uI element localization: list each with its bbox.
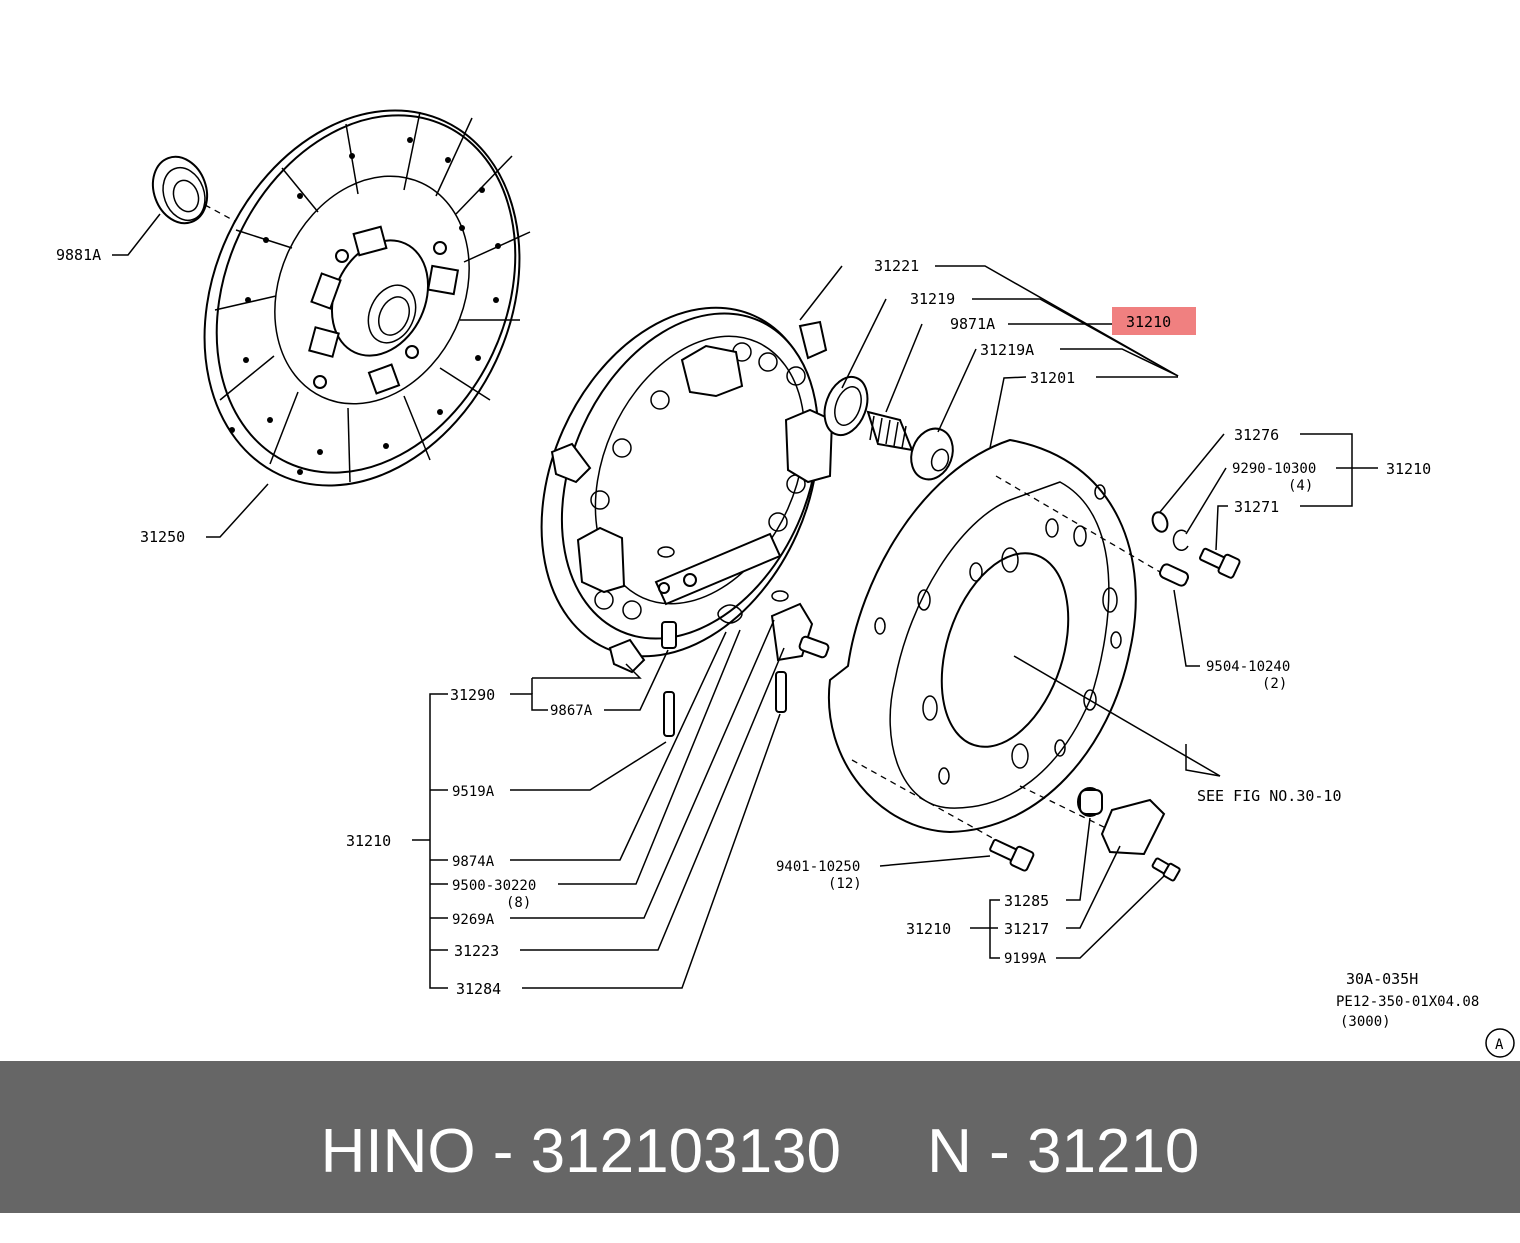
label-9269a: 9269A [452,912,495,928]
back-plate-drawing [827,438,1161,841]
label-31219a: 31219A [980,341,1034,359]
label-31223: 31223 [454,942,499,960]
label-9290-qty: (4) [1288,478,1313,494]
clutch-cover-drawing [540,306,834,737]
label-9500-30220: 9500-30220 [452,878,536,894]
callout-labels: 9881A 31250 31221 31219 9871A 31210 3121… [56,246,1515,1058]
label-9500-qty: (8) [506,895,531,911]
highlight-box [1112,307,1196,335]
label-9401-10250: 9401-10250 [776,859,860,875]
label-9290-10300: 9290-10300 [1232,461,1316,477]
label-9519a: 9519A [452,784,495,800]
label-31210-left: 31210 [346,832,391,850]
label-31219: 31219 [910,290,955,308]
clutch-disc-drawing [203,109,531,487]
circle-a-letter: A [1495,1037,1504,1053]
label-9874a: 9874A [452,854,495,870]
label-31285: 31285 [1004,892,1049,910]
leader-lines [112,213,1378,989]
label-31271: 31271 [1234,498,1279,516]
diagram-code: 30A-035H [1346,970,1418,988]
label-31210-highlight[interactable]: 31210 [1126,313,1171,331]
circle-a-icon [1485,1028,1515,1058]
label-31276: 31276 [1234,426,1279,444]
label-31210-bottom: 31210 [906,920,951,938]
right-hardware-drawing [989,511,1241,882]
label-31217: 31217 [1004,920,1049,938]
diagram-spec: PE12-350-01X04.08 [1336,994,1479,1010]
label-31210-right: 31210 [1386,460,1431,478]
label-31290: 31290 [450,686,495,704]
label-31250: 31250 [140,528,185,546]
label-9199a: 9199A [1004,951,1047,967]
label-9867a: 9867A [550,703,593,719]
label-9504-qty: (2) [1262,676,1287,692]
release-bearing-drawing [823,375,954,481]
label-9881a: 9881A [56,246,101,264]
clutch-exploded-diagram: 9881A 31250 31221 31219 9871A 31210 3121… [56,109,1515,1058]
footer-part-number: HINO - 312103130 N - 31210 [320,1117,1200,1186]
label-31284: 31284 [456,980,501,998]
diagram-spec-qty: (3000) [1340,1014,1391,1030]
label-9401-qty: (12) [828,876,862,892]
footer-bar: HINO - 312103130 N - 31210 [0,1061,1520,1213]
label-31221: 31221 [874,257,919,275]
parts-diagram-page: 9881A 31250 31221 31219 9871A 31210 3121… [0,109,1520,1213]
label-31201: 31201 [1030,369,1075,387]
label-9871a: 9871A [950,315,995,333]
see-fig-note: SEE FIG NO.30-10 [1197,787,1342,805]
label-9504-10240: 9504-10240 [1206,659,1290,675]
